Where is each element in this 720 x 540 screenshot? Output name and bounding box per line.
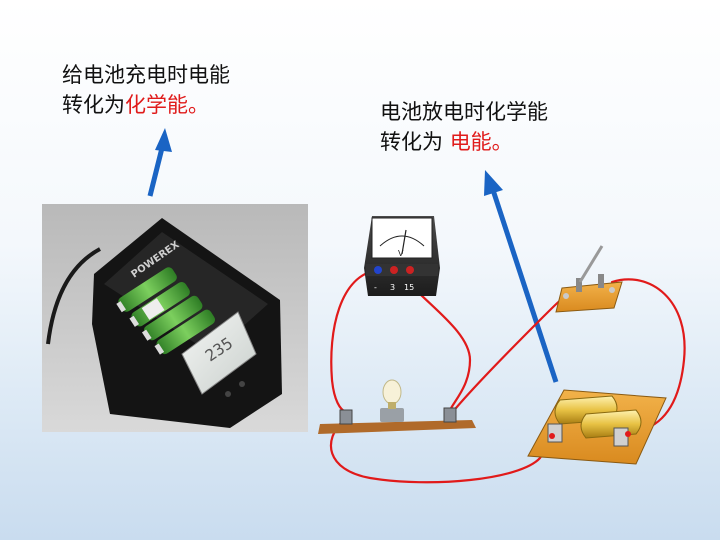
switch-terminal <box>609 287 615 293</box>
battery-charger-photo: POWEREX 235 <box>42 204 308 432</box>
voltmeter-terminal-strip <box>366 264 438 276</box>
battery-clip-left <box>547 423 563 443</box>
voltmeter: V - 3 15 <box>364 216 440 296</box>
caption-charging-line1: 给电池充电时电能 <box>62 63 230 87</box>
battery-holder <box>527 389 667 465</box>
voltmeter-scale <box>379 235 425 247</box>
battery-terminal-negative <box>549 433 555 439</box>
battery-4 <box>156 309 216 355</box>
lamp-bulb <box>382 379 402 405</box>
voltmeter-unit: V <box>398 249 404 258</box>
caption-discharging-line1: 电池放电时化学能 <box>380 100 548 124</box>
charger-button <box>225 391 231 397</box>
voltmeter-label-15: 15 <box>404 283 414 292</box>
caption-discharging-line2: 转化为 电能。 <box>380 127 548 157</box>
charger-button <box>239 381 245 387</box>
lamp-socket <box>380 408 404 422</box>
voltmeter-terminal-3 <box>390 266 398 274</box>
arrow-discharging <box>484 170 559 383</box>
caption-charging-highlight: 化学能。 <box>125 93 209 117</box>
charger-cable <box>46 247 101 345</box>
voltmeter-label-3: 3 <box>390 283 395 292</box>
lamp-bulb-base <box>388 402 396 409</box>
arrow-charging <box>147 128 172 197</box>
wire-voltmeter-to-lamp-right <box>402 274 472 412</box>
charger-lcd <box>181 311 257 395</box>
voltmeter-label-negative: - <box>374 283 377 292</box>
lamp-terminal-left <box>339 409 353 425</box>
caption-charging-line2: 转化为化学能。 <box>62 90 230 120</box>
arrow-discharging-shaft <box>490 189 559 383</box>
arrow-charging-head <box>155 128 172 152</box>
lamp-assembly <box>318 379 476 434</box>
battery-3 <box>143 295 203 341</box>
caption-discharging: 电池放电时化学能 转化为 电能。 <box>380 97 548 157</box>
knife-switch <box>555 245 623 313</box>
switch-terminal <box>563 293 569 299</box>
lamp-terminal-right <box>443 407 457 423</box>
voltmeter-terminal-15 <box>406 266 414 274</box>
switch-blade <box>578 245 604 283</box>
battery-cell-2 <box>580 409 642 439</box>
wire-lamp-to-switch <box>454 294 568 410</box>
caption-discharging-prefix: 转化为 <box>380 130 450 154</box>
arrow-discharging-head <box>484 170 503 196</box>
battery-clip-right <box>613 427 629 447</box>
caption-charging-prefix: 转化为 <box>62 93 125 117</box>
battery-terminal-positive <box>625 431 631 437</box>
battery-2 <box>131 281 190 327</box>
wire-voltmeter-to-lamp-left <box>330 268 380 414</box>
caption-discharging-highlight: 电能。 <box>449 130 513 154</box>
caption-charging: 给电池充电时电能 转化为化学能。 <box>62 60 230 120</box>
voltmeter-terminal-negative <box>374 266 382 274</box>
lamp-board <box>318 420 476 434</box>
arrow-charging-shaft <box>147 147 165 197</box>
charger-batteries <box>116 267 216 355</box>
voltmeter-needle <box>401 229 407 255</box>
battery-1 <box>118 267 177 312</box>
switch-post-left <box>576 278 582 292</box>
switch-post-right <box>598 274 604 288</box>
